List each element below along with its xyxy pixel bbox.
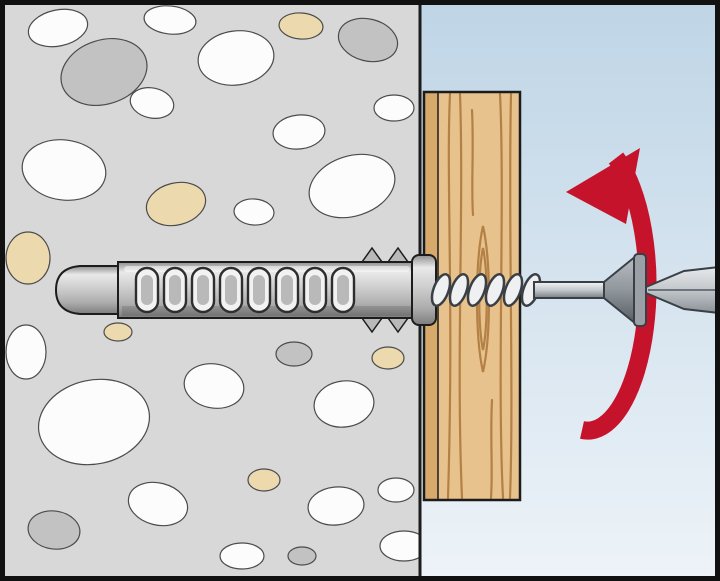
expansion-slot	[162, 266, 188, 314]
stone	[143, 5, 197, 35]
plug-tip	[54, 265, 123, 315]
expansion-slot	[274, 266, 300, 314]
screw-thread	[430, 273, 542, 307]
screw-head	[633, 253, 647, 327]
thread-coil	[484, 273, 506, 307]
thread-coil	[502, 273, 524, 307]
grain-line	[489, 398, 494, 500]
stone	[27, 8, 89, 48]
stone	[371, 346, 405, 370]
stone	[307, 486, 365, 526]
stone	[308, 153, 396, 219]
stone	[21, 139, 107, 201]
rotation-arrow-head	[566, 148, 640, 224]
stone	[219, 542, 265, 570]
screw-shank	[533, 281, 605, 299]
rotation-arrow	[566, 148, 657, 440]
wood-grain	[446, 92, 513, 500]
thread-coil	[448, 273, 470, 307]
expansion-slot	[134, 266, 160, 314]
stone	[127, 481, 189, 527]
stone	[183, 363, 245, 409]
screw	[430, 253, 647, 327]
aggregate-stones	[5, 5, 420, 570]
expansion-slot	[218, 266, 244, 314]
stone	[247, 468, 281, 492]
rotation-arrow-band	[580, 152, 657, 440]
stone	[5, 324, 47, 380]
plug-shadow	[122, 306, 412, 316]
wall-plug	[54, 246, 437, 334]
stone	[287, 546, 317, 566]
stone	[60, 38, 148, 106]
thread-coil	[430, 273, 452, 307]
stone	[275, 341, 313, 367]
stone	[377, 477, 415, 503]
thread-coil	[466, 273, 488, 307]
grain-line	[470, 108, 475, 217]
stone	[272, 114, 326, 150]
stone	[5, 231, 51, 285]
stone	[37, 378, 151, 466]
stone	[27, 510, 81, 550]
stone	[373, 94, 415, 122]
grain-line	[446, 92, 452, 500]
expansion-slot	[302, 266, 328, 314]
stone	[278, 12, 324, 40]
stone	[313, 380, 375, 428]
expansion-slot	[330, 266, 356, 314]
stone	[233, 198, 275, 226]
stone	[197, 30, 275, 86]
stone	[129, 87, 175, 119]
expansion-slot	[190, 266, 216, 314]
stone	[337, 17, 399, 63]
stone	[103, 322, 133, 342]
grain-knot	[475, 225, 491, 373]
expansion-slot	[246, 266, 272, 314]
stone	[145, 181, 207, 227]
stone	[379, 530, 420, 562]
